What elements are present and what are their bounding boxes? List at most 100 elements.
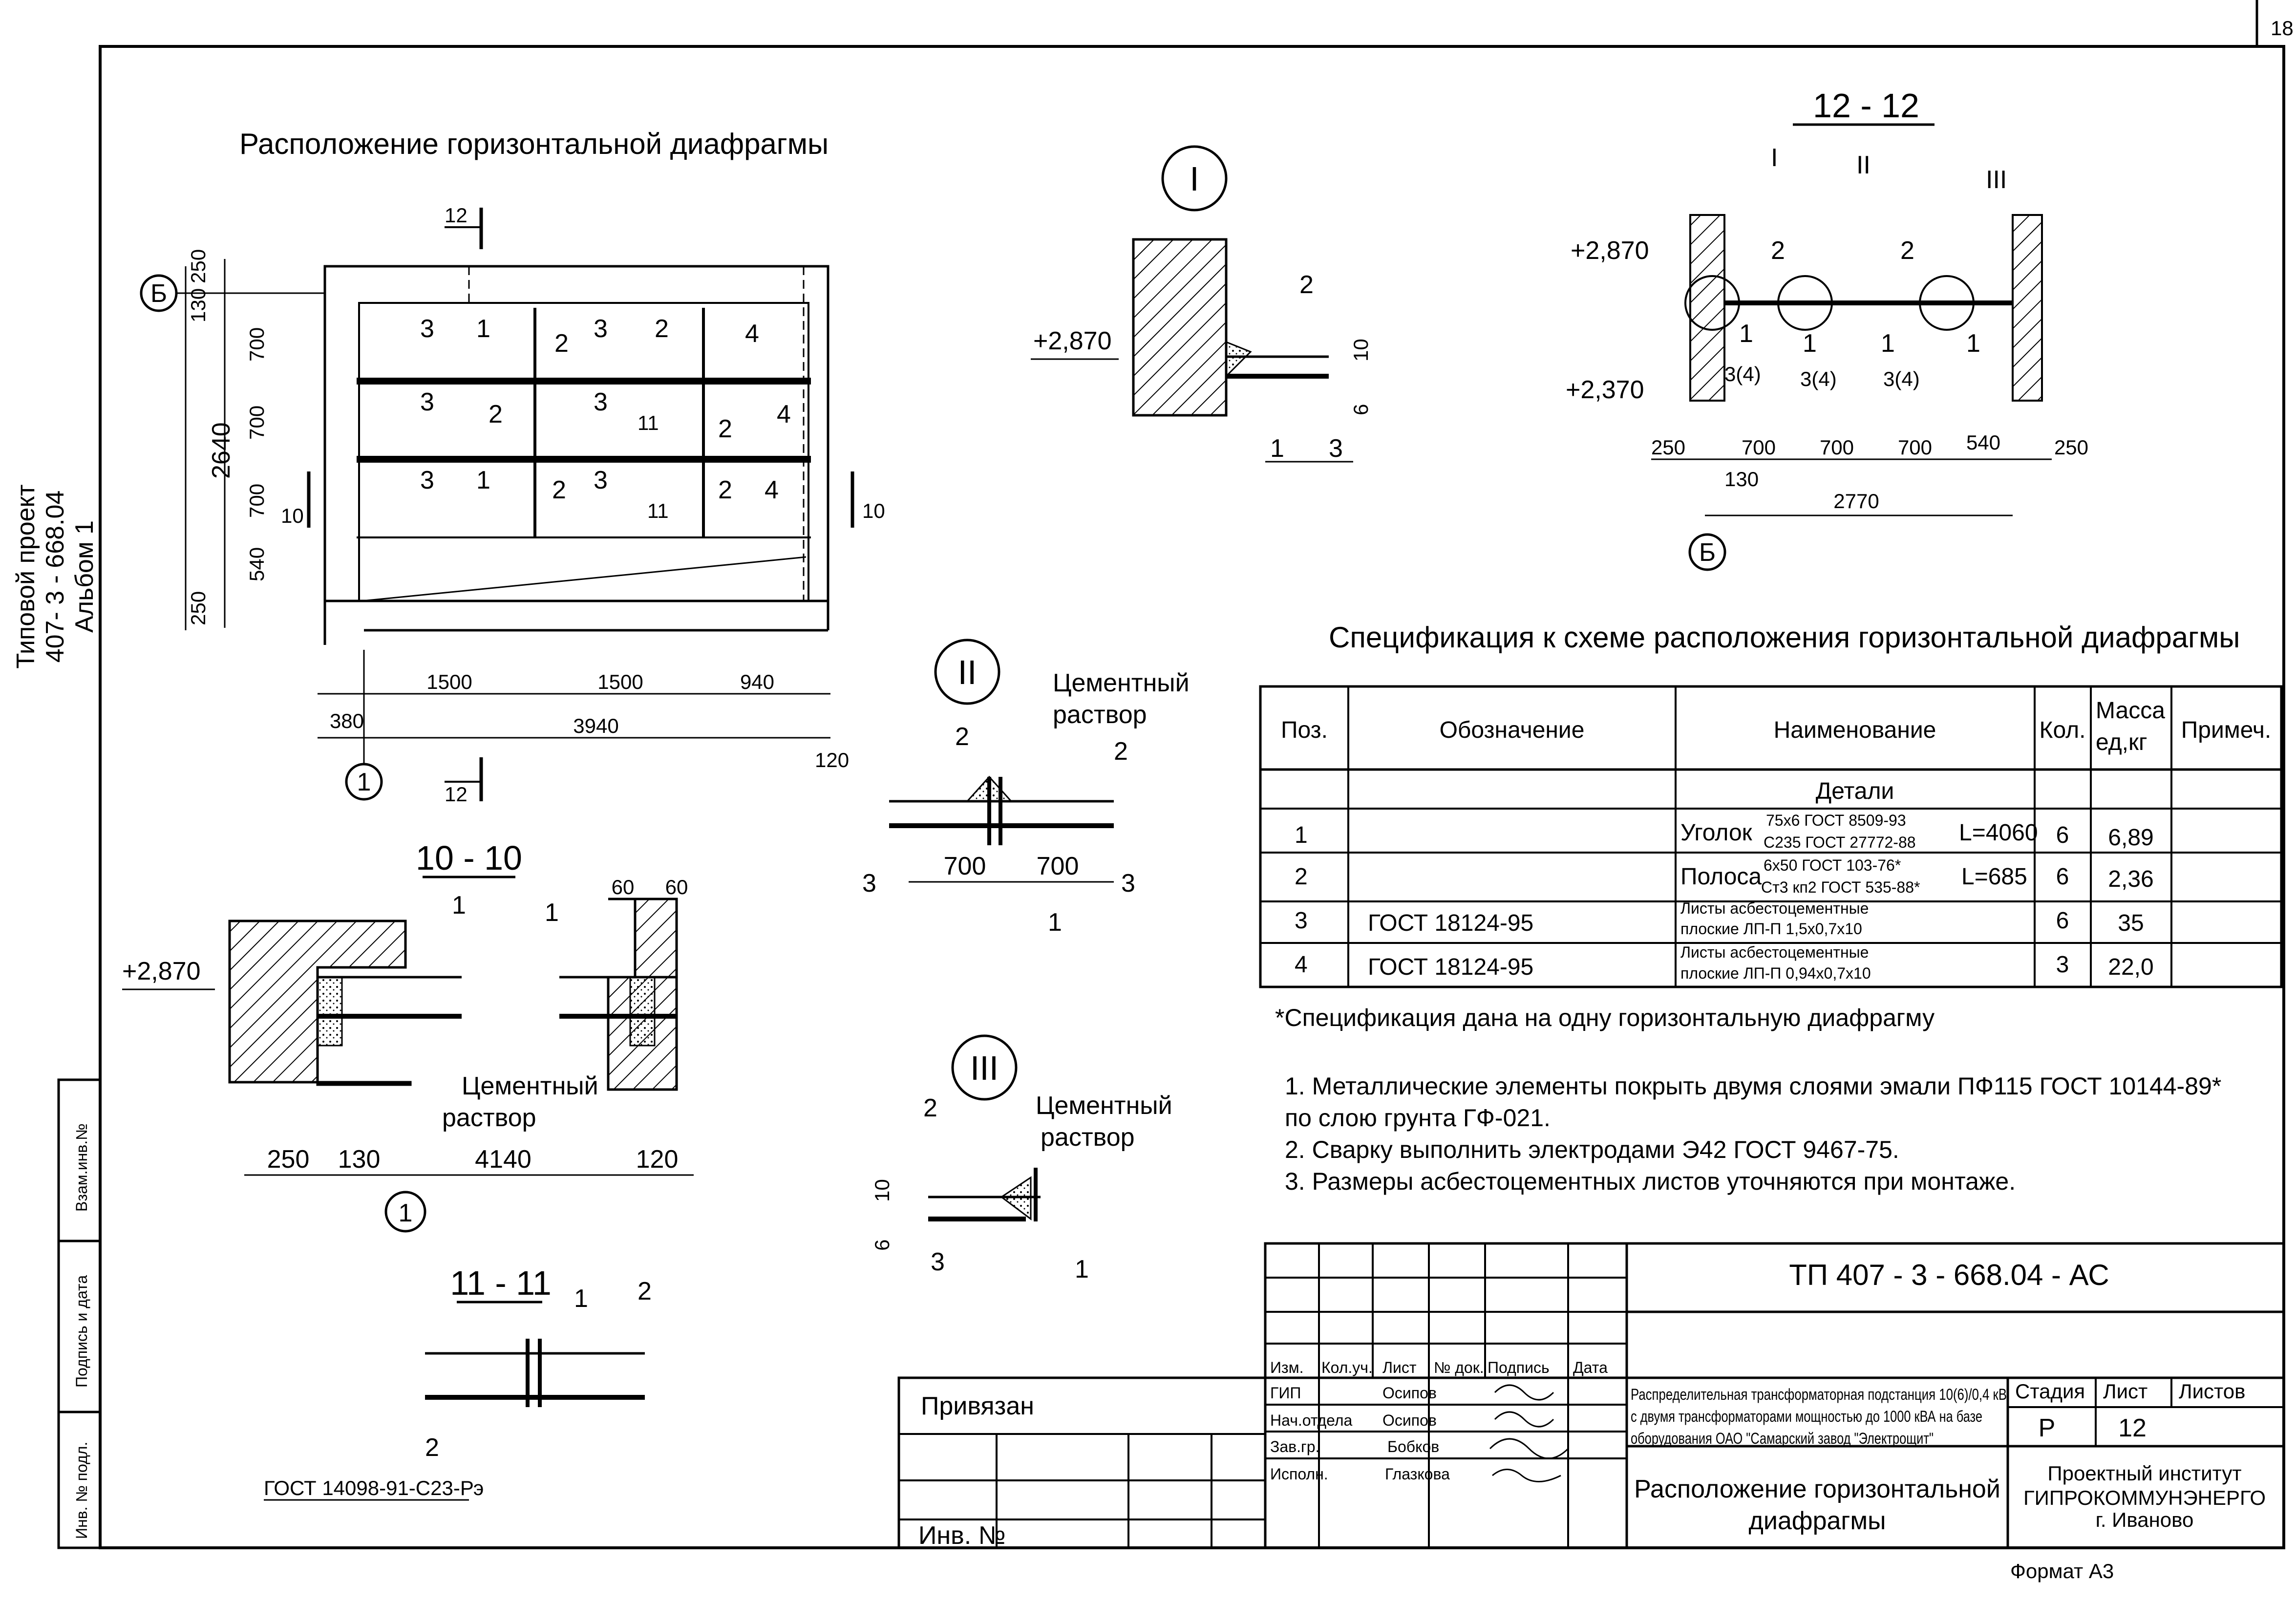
svg-text:10: 10 — [281, 504, 304, 527]
svg-text:по слою грунта ГФ-021.: по слою грунта ГФ-021. — [1285, 1104, 1551, 1132]
svg-text:3: 3 — [420, 388, 434, 416]
svg-text:12: 12 — [2118, 1414, 2147, 1442]
svg-text:10: 10 — [871, 1179, 893, 1202]
svg-text:ед,кг: ед,кг — [2096, 729, 2147, 755]
svg-text:60: 60 — [612, 876, 635, 898]
svg-text:12: 12 — [445, 204, 468, 227]
svg-text:Инв. №: Инв. № — [918, 1521, 1005, 1550]
notes: 1. Металлические элементы покрыть двумя … — [1285, 1072, 2221, 1195]
svg-text:3940: 3940 — [573, 714, 618, 737]
svg-text:Дата: Дата — [1573, 1359, 1608, 1376]
section-12-12: 12 - 12 I II III +2,870 +2,370 2 2 1 3(4… — [1566, 86, 2088, 571]
svg-text:плоские ЛП-П 1,5х0,7х10: плоские ЛП-П 1,5х0,7х10 — [1680, 920, 1862, 938]
svg-text:3(4): 3(4) — [1724, 363, 1761, 385]
svg-text:6,89: 6,89 — [2108, 825, 2153, 851]
section-11-11: 11 - 11 1 2 2 ГОСТ 14098-91-С23-Рэ — [264, 1264, 652, 1501]
svg-text:Б: Б — [1699, 538, 1716, 567]
section-10-10: 10 - 10 +2,870 1 1 60 60 Цементный раств… — [122, 839, 694, 1233]
svg-text:10: 10 — [1349, 339, 1372, 362]
svg-text:3: 3 — [420, 466, 434, 494]
svg-text:4: 4 — [777, 400, 791, 428]
plan-view: Расположение горизонтальной диафрагмы 3 … — [140, 128, 885, 806]
svg-text:6: 6 — [2056, 864, 2069, 890]
svg-text:3: 3 — [1121, 869, 1135, 898]
section-12-title: 12 - 12 — [1813, 86, 1919, 125]
svg-text:3: 3 — [1329, 434, 1343, 463]
svg-text:Ст3 кп2 ГОСТ 535-88*: Ст3 кп2 ГОСТ 535-88* — [1761, 878, 1920, 896]
svg-text:раствор: раствор — [1053, 701, 1147, 729]
svg-text:Поз.: Поз. — [1281, 717, 1328, 743]
svg-text:Стадия: Стадия — [2015, 1380, 2085, 1403]
svg-text:Подпись и дата: Подпись и дата — [73, 1275, 90, 1388]
svg-text:Альбом 1: Альбом 1 — [70, 520, 99, 633]
side-stamp: Взам.инв.№ Подпись и дата Инв. № подл. — [57, 1078, 102, 1549]
svg-text:22,0: 22,0 — [2108, 954, 2153, 980]
svg-text:1: 1 — [452, 891, 466, 920]
svg-text:Изм.: Изм. — [1270, 1359, 1304, 1376]
svg-text:Листов: Листов — [2179, 1380, 2245, 1403]
svg-text:120: 120 — [815, 749, 849, 771]
svg-text:6: 6 — [2056, 822, 2069, 848]
svg-text:1: 1 — [1803, 329, 1817, 358]
svg-text:+2,870: +2,870 — [122, 957, 201, 985]
svg-text:2: 2 — [923, 1094, 937, 1122]
svg-text:1: 1 — [357, 768, 371, 796]
svg-text:2: 2 — [1114, 737, 1128, 766]
svg-text:2: 2 — [425, 1433, 439, 1462]
svg-text:диафрагмы: диафрагмы — [1748, 1507, 1886, 1535]
svg-text:ГОСТ 18124-95: ГОСТ 18124-95 — [1368, 954, 1533, 980]
svg-text:700: 700 — [245, 484, 268, 518]
svg-text:Глазкова: Глазкова — [1385, 1465, 1450, 1483]
svg-text:540: 540 — [245, 547, 268, 581]
svg-text:3: 3 — [594, 388, 608, 416]
svg-text:6: 6 — [871, 1240, 893, 1251]
svg-text:ГИПРОКОММУНЭНЕРГО: ГИПРОКОММУНЭНЕРГО — [2023, 1486, 2266, 1509]
svg-text:Лист: Лист — [1382, 1359, 1417, 1376]
svg-text:Инв. № подл.: Инв. № подл. — [73, 1442, 90, 1539]
page-number: 18 — [2271, 17, 2294, 40]
spec-title: Спецификация к схеме расположения горизо… — [1329, 621, 2240, 654]
svg-text:10: 10 — [862, 499, 885, 522]
svg-text:2640: 2640 — [207, 422, 235, 479]
svg-text:2: 2 — [1299, 271, 1314, 299]
svg-text:6: 6 — [2056, 908, 2069, 934]
svg-text:ГОСТ 18124-95: ГОСТ 18124-95 — [1368, 910, 1533, 936]
svg-text:1: 1 — [574, 1284, 588, 1313]
svg-text:3: 3 — [594, 466, 608, 494]
svg-text:Масса: Масса — [2096, 698, 2165, 724]
svg-text:130: 130 — [338, 1145, 381, 1174]
svg-text:№ док.: № док. — [1434, 1359, 1484, 1376]
svg-text:Цементный: Цементный — [462, 1072, 598, 1100]
svg-text:+2,370: +2,370 — [1566, 376, 1644, 404]
svg-text:1500: 1500 — [597, 670, 643, 693]
specification: Спецификация к схеме расположения горизо… — [1259, 621, 2283, 1031]
svg-text:11: 11 — [638, 411, 659, 434]
svg-text:Привязан: Привязан — [921, 1392, 1034, 1420]
svg-text:700: 700 — [1898, 436, 1932, 459]
svg-text:1500: 1500 — [426, 670, 472, 693]
svg-text:700: 700 — [245, 406, 268, 440]
svg-text:оборудования ОАО "Самарский за: оборудования ОАО "Самарский завод "Элект… — [1631, 1430, 1934, 1447]
svg-text:540: 540 — [1966, 431, 2000, 454]
svg-text:60: 60 — [665, 876, 688, 898]
svg-text:2: 2 — [1771, 236, 1785, 265]
svg-text:75х6 ГОСТ 8509-93: 75х6 ГОСТ 8509-93 — [1766, 812, 1906, 829]
svg-text:12: 12 — [445, 783, 468, 806]
svg-text:3: 3 — [1295, 908, 1308, 934]
svg-text:3(4): 3(4) — [1883, 367, 1920, 390]
svg-text:раствор: раствор — [442, 1104, 536, 1132]
svg-text:Подпись: Подпись — [1488, 1359, 1550, 1376]
svg-text:4: 4 — [765, 476, 779, 504]
svg-text:Листы асбестоцементные: Листы асбестоцементные — [1680, 943, 1869, 961]
svg-text:1: 1 — [545, 898, 559, 927]
svg-text:Осипов: Осипов — [1382, 1384, 1437, 1402]
svg-text:3: 3 — [420, 315, 434, 343]
svg-text:3: 3 — [594, 315, 608, 343]
svg-text:Взам.инв.№: Взам.инв.№ — [73, 1124, 90, 1212]
svg-text:3: 3 — [931, 1248, 945, 1276]
svg-text:2770: 2770 — [1833, 490, 1879, 513]
svg-text:Исполн.: Исполн. — [1270, 1465, 1328, 1483]
svg-text:2: 2 — [1295, 864, 1308, 890]
svg-text:11: 11 — [647, 499, 669, 522]
